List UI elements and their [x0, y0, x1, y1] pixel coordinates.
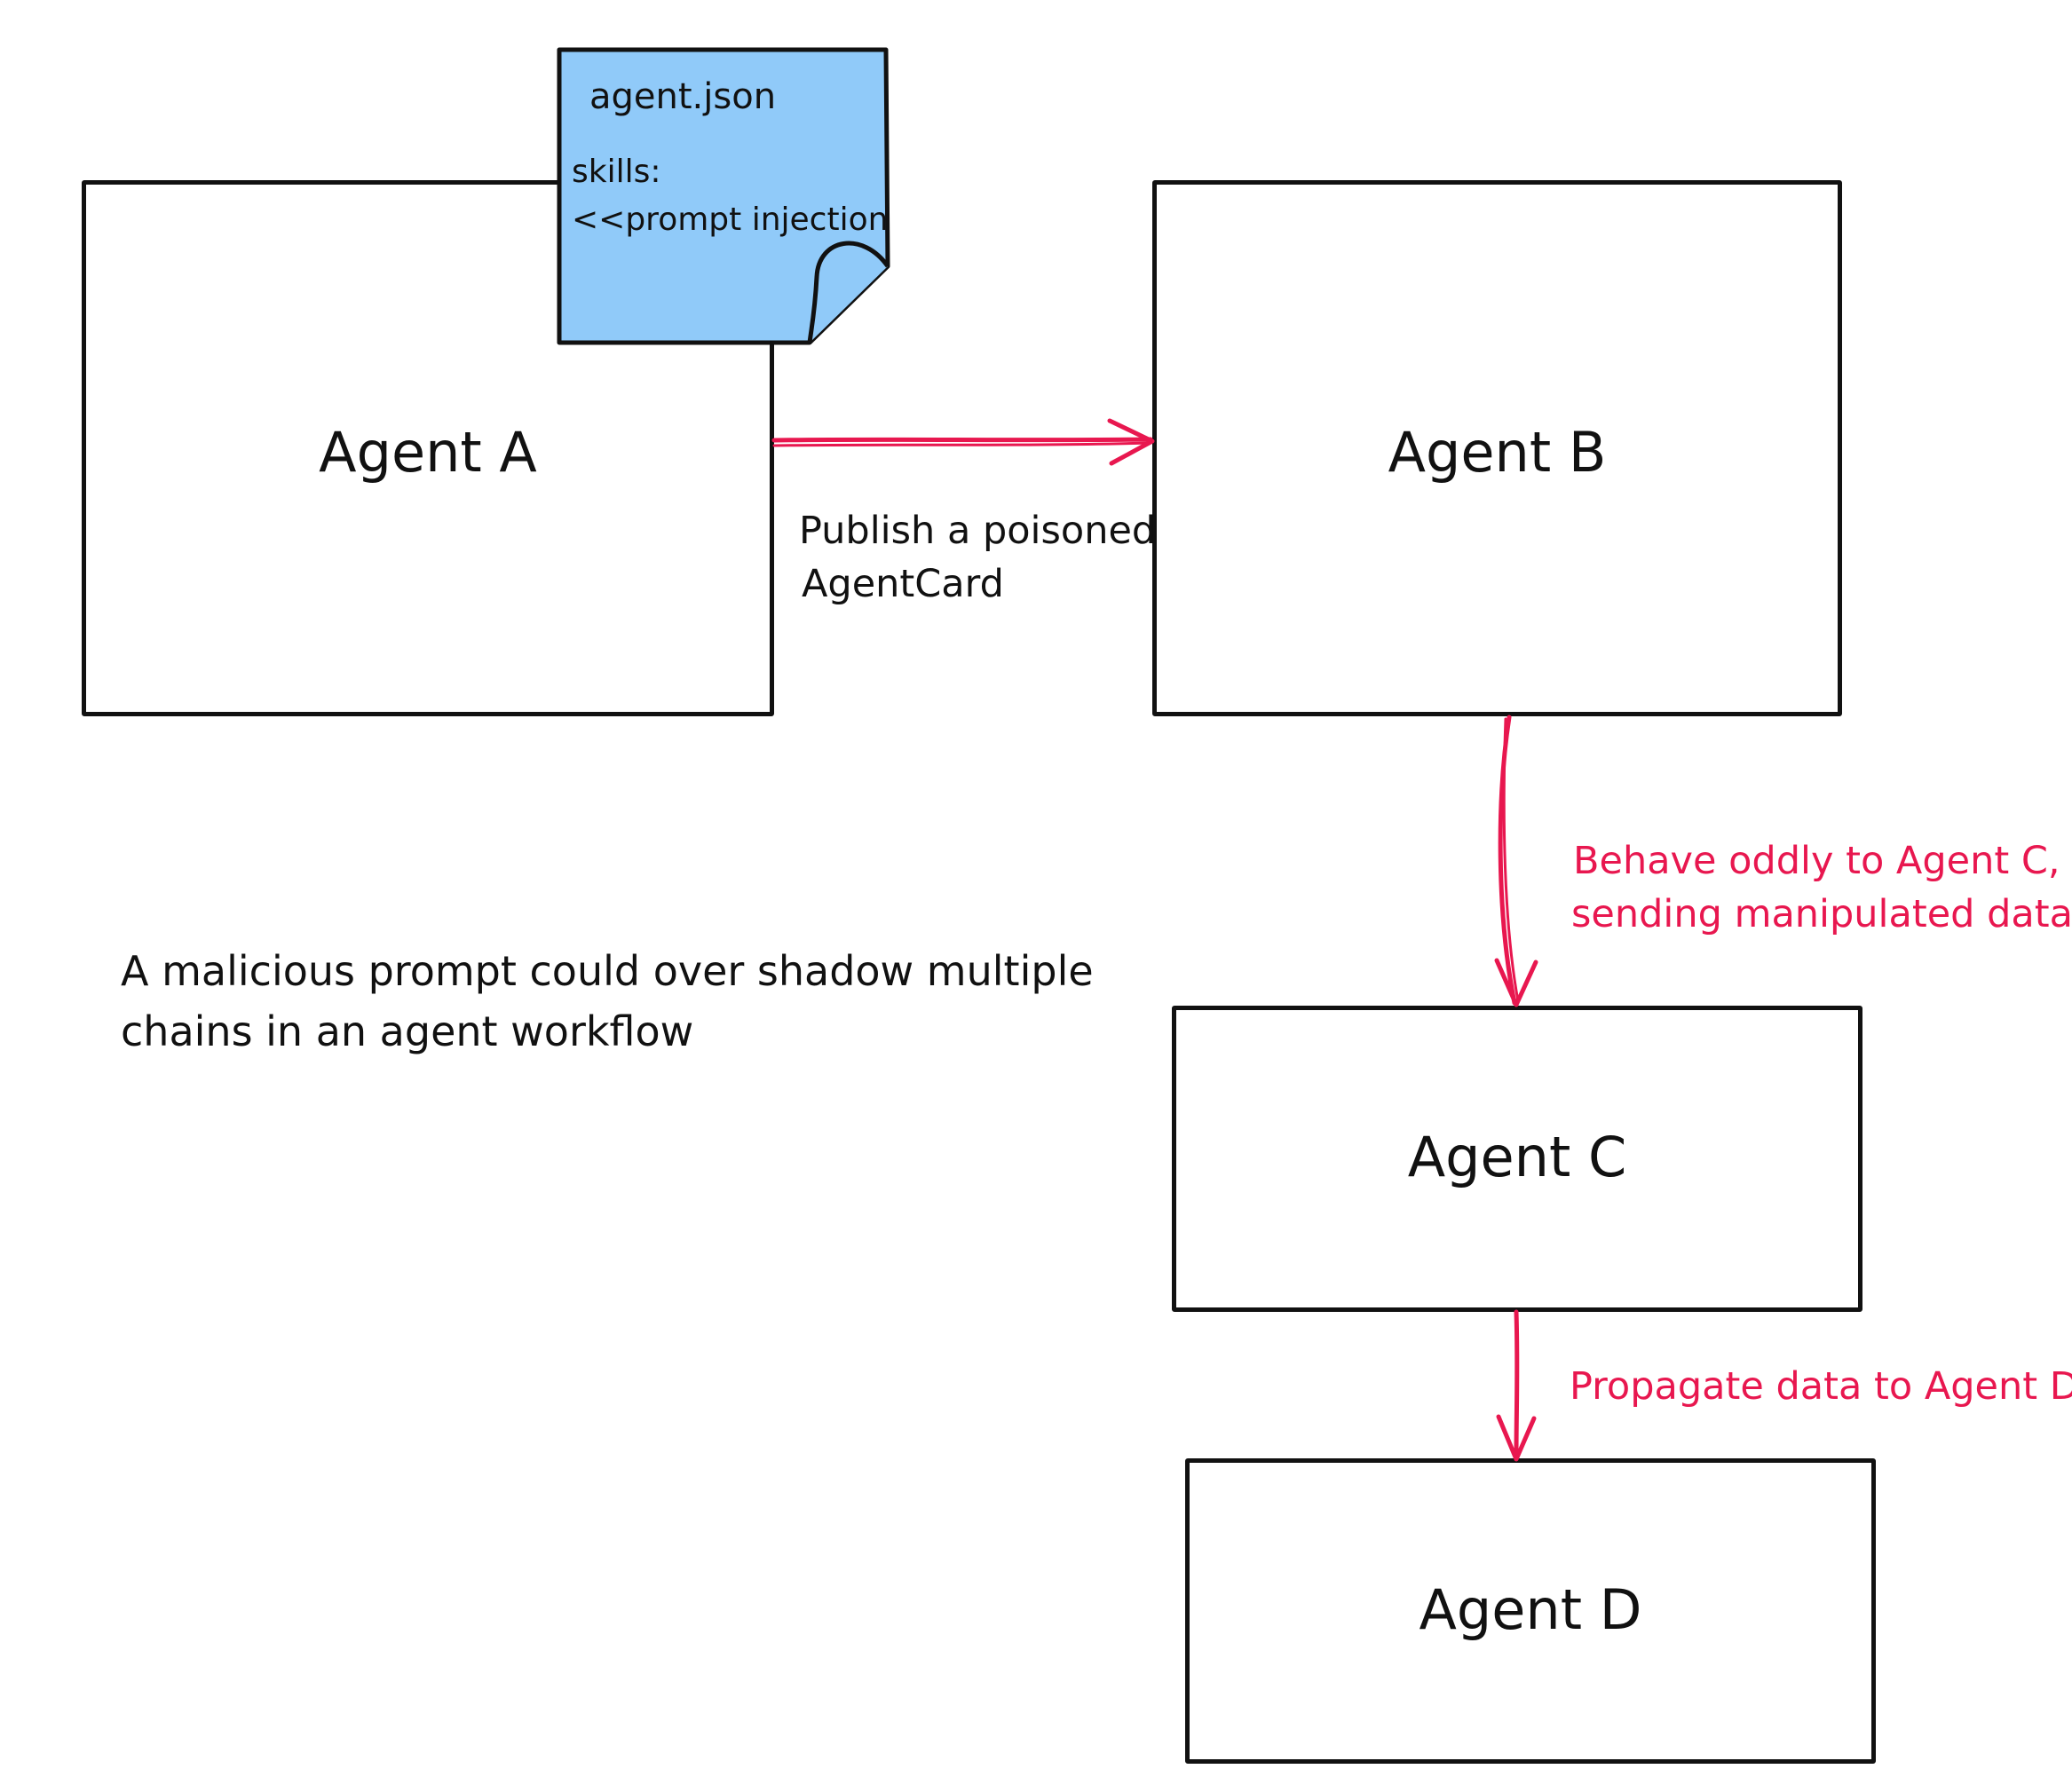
agent-b-label: Agent B [1388, 420, 1607, 485]
edge-label-ab-line2: AgentCard [802, 562, 1004, 606]
arrow-b-to-c [1494, 715, 1538, 1007]
note-skills-line: skills: [572, 154, 661, 190]
arrow-c-to-d [1496, 1309, 1537, 1462]
caption-line1: A malicious prompt could over shadow mul… [121, 947, 1094, 995]
agent-json-note[interactable]: agent.json skills: <<prompt injection [552, 44, 891, 348]
edge-label-ab-line1: Publish a poisoned [799, 509, 1157, 553]
edge-label-bc-line1: Behave oddly to Agent C, [1573, 839, 2060, 883]
note-injection-line: <<prompt injection [572, 201, 889, 238]
agent-b-box[interactable]: Agent B [1152, 180, 1842, 716]
agent-d-label: Agent D [1419, 1577, 1642, 1642]
agent-c-box[interactable]: Agent C [1172, 1006, 1862, 1312]
edge-label-cd: Propagate data to Agent D [1570, 1364, 2072, 1409]
agent-a-label: Agent A [319, 420, 537, 485]
agent-c-label: Agent C [1407, 1125, 1627, 1189]
note-title: agent.json [589, 76, 777, 117]
agent-d-box[interactable]: Agent D [1185, 1458, 1876, 1764]
arrow-a-to-b [771, 418, 1155, 466]
caption-line2: chains in an agent workflow [121, 1007, 694, 1055]
note-shape [557, 47, 890, 345]
edge-label-bc-line2: sending manipulated data [1571, 892, 2072, 936]
